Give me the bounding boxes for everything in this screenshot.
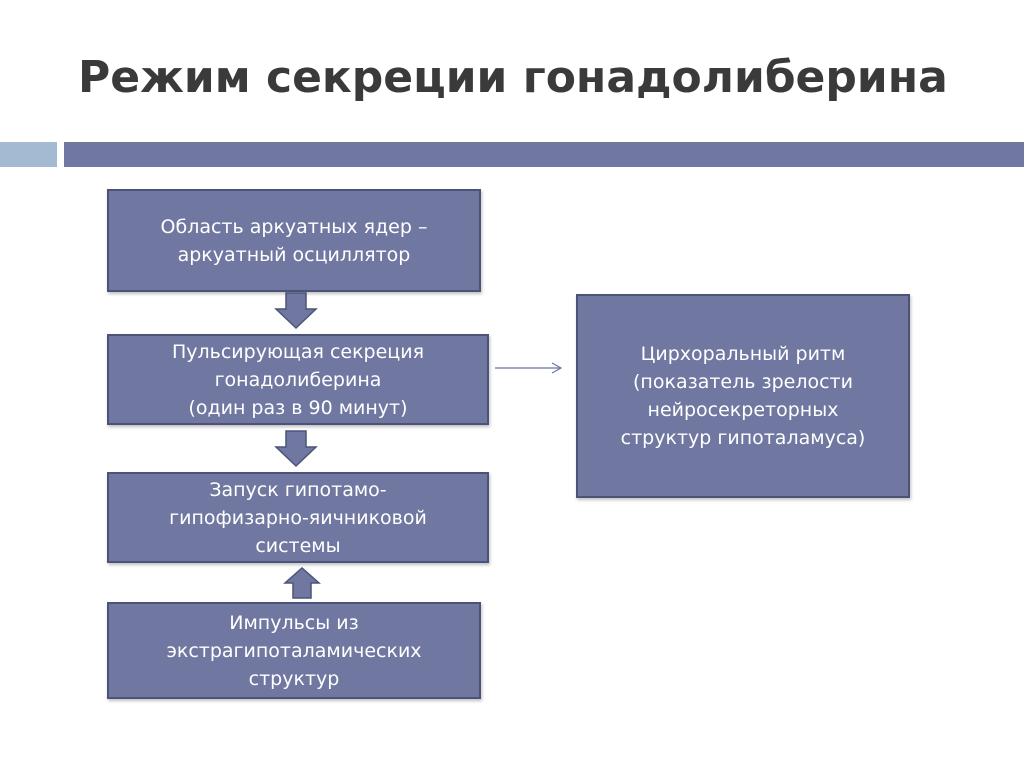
box-line: структур (248, 667, 340, 690)
box-line: Цирхоральный ритм (640, 343, 846, 365)
box-line: Запуск гипотамо- (209, 478, 387, 501)
box-line: аркуатный осциллятор (177, 243, 411, 266)
box-line: (показатель зрелости (633, 371, 853, 393)
box-line: (один раз в 90 минут) (188, 396, 408, 419)
header-accent-bar-light (0, 142, 57, 167)
box-line: структур гипоталамуса) (620, 427, 866, 449)
box-line: Пульсирующая секреция (171, 340, 425, 363)
box-line: системы (255, 534, 341, 557)
right-arrow-icon (495, 362, 563, 374)
box-line: Область аркуатных ядер – (160, 215, 428, 238)
arcuate-oscillator-box: Область аркуатных ядер – аркуатный осцилл… (107, 189, 481, 292)
box-line: гонадолиберина (214, 368, 382, 391)
page-title: Режим секреции гонадолиберина (78, 52, 948, 103)
extrahypothalamic-impulses-box: Импульсы из экстрагипоталамических структу… (107, 602, 481, 699)
down-arrow-icon (274, 292, 318, 330)
header-accent-bar (64, 142, 1024, 167)
hpo-system-launch-box: Запуск гипотамо-гипофизарно-яичниковой си… (107, 472, 489, 563)
down-arrow-icon (274, 430, 318, 468)
up-arrow-icon (283, 567, 321, 599)
box-line: гипофизарно-яичниковой (169, 506, 427, 529)
circhoral-rhythm-box: Цирхоральный ритм (показатель зрелости ней… (576, 294, 910, 498)
pulsatile-secretion-box: Пульсирующая секреция гонадолиберина (один… (107, 334, 489, 425)
box-line: нейросекреторных (647, 399, 839, 421)
box-line: Импульсы из (229, 611, 359, 634)
box-line: экстрагипоталамических (166, 639, 422, 662)
